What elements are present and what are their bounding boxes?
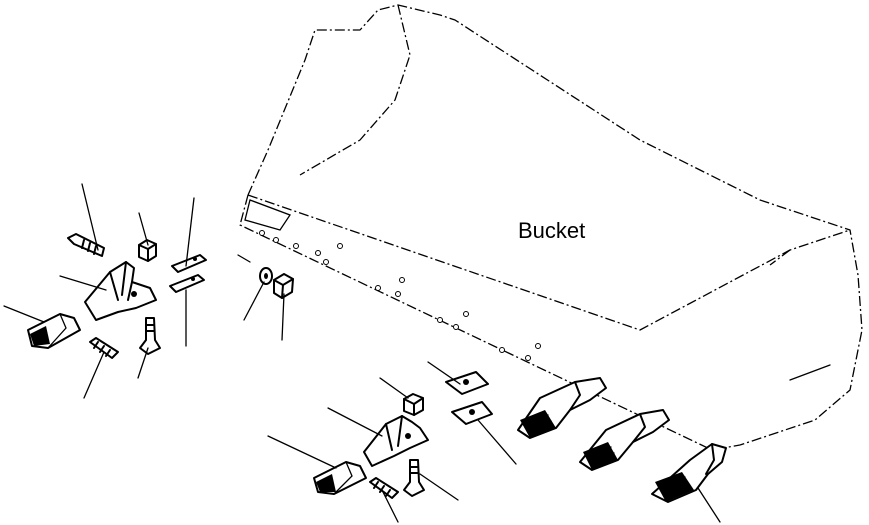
leader-lines <box>3 183 721 523</box>
cutting-edge-holes <box>259 230 541 361</box>
mounted-tooth-2 <box>579 409 670 471</box>
mounted-tooth-1 <box>517 377 607 439</box>
shim-plate-lower-1 <box>445 371 489 395</box>
tooth-lower <box>313 461 367 495</box>
adapter-upper-left <box>84 261 157 321</box>
washer-middle <box>259 267 273 285</box>
nut-lower <box>403 393 424 416</box>
shim-plates-upper-left <box>169 254 207 293</box>
bucket-label: Bucket <box>518 218 585 243</box>
bolt-upper-left <box>67 233 105 257</box>
plow-bolt-upper-left <box>139 317 161 355</box>
adapter-lower <box>363 415 429 467</box>
tooth-upper-left <box>27 313 81 349</box>
plow-bolt-lower <box>403 459 425 497</box>
pin-lower <box>369 477 399 499</box>
bucket-outline <box>237 4 863 451</box>
mounted-tooth-3 <box>651 443 727 503</box>
pin-upper-left <box>89 337 119 359</box>
shim-plate-lower-2 <box>451 401 493 425</box>
nut-middle <box>273 273 294 299</box>
